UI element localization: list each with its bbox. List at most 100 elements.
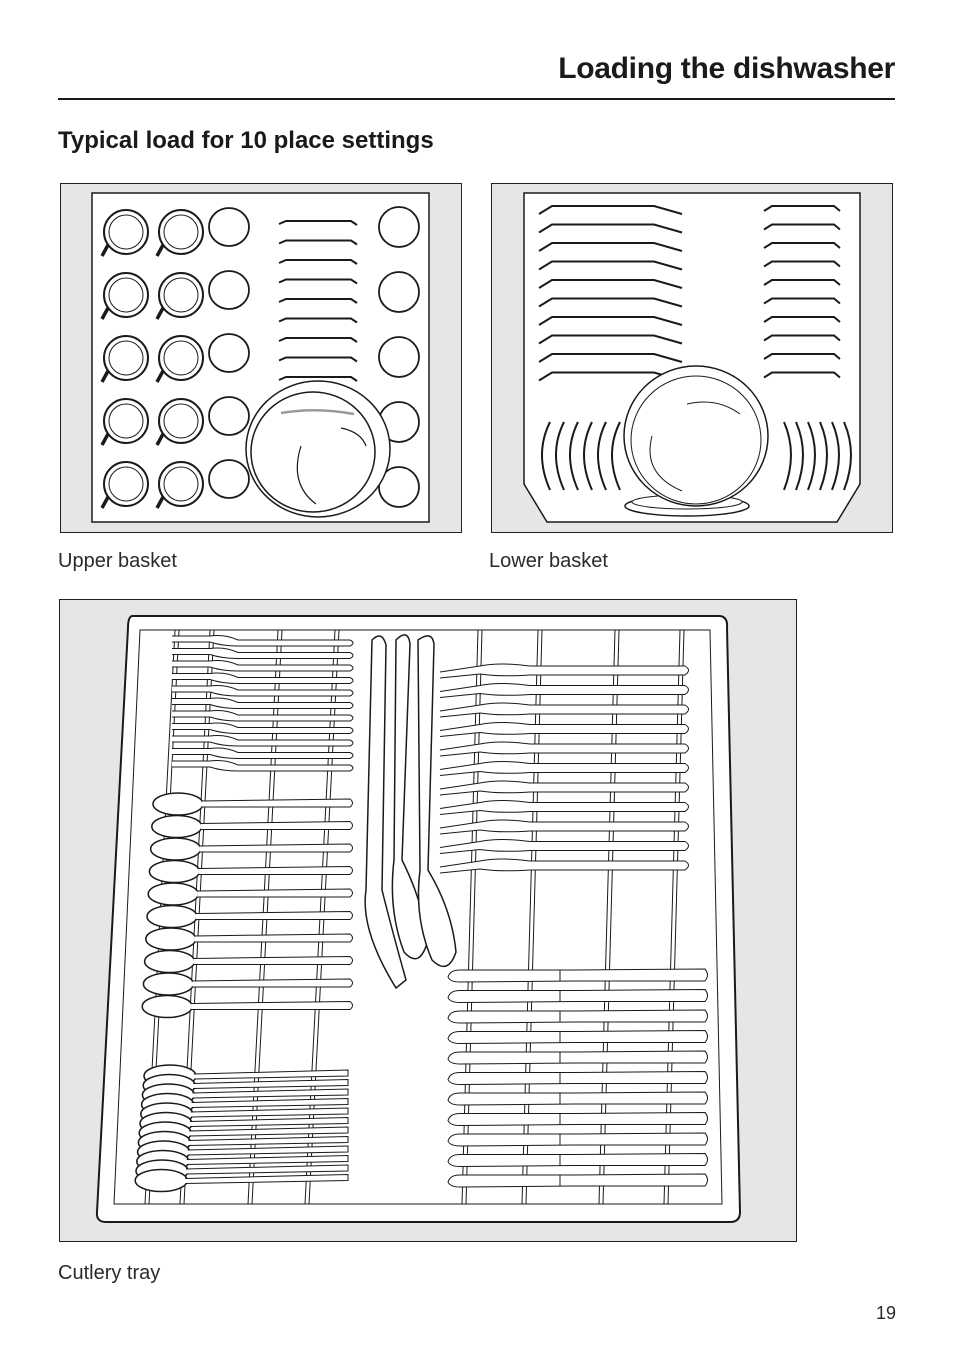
cup-handle	[100, 307, 110, 320]
spoon-handle	[200, 820, 353, 830]
teaspoon-handle	[188, 1135, 349, 1146]
knife	[447, 1152, 708, 1168]
side-plate	[278, 317, 358, 324]
dish	[611, 421, 621, 491]
spoon	[141, 994, 193, 1019]
saucer	[208, 333, 250, 373]
teaspoon-handle	[193, 1078, 349, 1089]
dishes-icon	[541, 421, 621, 491]
spoon-handle	[197, 888, 353, 898]
cup-rim	[108, 403, 144, 439]
dish	[843, 421, 852, 491]
spoons-icon	[141, 792, 353, 1019]
knife	[447, 1070, 708, 1086]
plate	[538, 242, 683, 252]
page-title: Loading the dishwasher	[558, 52, 895, 85]
serving-fork	[364, 635, 407, 990]
saucer	[208, 459, 250, 499]
forks-icon	[172, 635, 354, 772]
dish	[583, 421, 593, 491]
fork	[172, 710, 354, 722]
fork	[439, 663, 689, 679]
knife	[447, 1132, 708, 1147]
plates-icon	[763, 205, 841, 379]
cup-rim	[108, 466, 144, 502]
forks-icon	[439, 663, 689, 874]
saucer	[208, 270, 250, 310]
side-plate	[278, 298, 358, 304]
serving-plate-icon	[623, 365, 769, 517]
cup-handle	[100, 433, 110, 446]
knife	[447, 1009, 708, 1024]
glass	[378, 271, 420, 313]
lower-basket-rack	[523, 192, 861, 523]
cups-icon	[100, 209, 204, 509]
glass	[378, 336, 420, 378]
spoon-handle	[191, 1000, 353, 1010]
section-heading: Typical load for 10 place settings	[58, 127, 434, 154]
glasses-icon	[378, 206, 420, 508]
spoon-handle	[198, 865, 353, 875]
plate	[538, 297, 683, 308]
dish	[807, 421, 816, 491]
knife	[447, 1029, 708, 1045]
plate	[763, 316, 841, 323]
bowl-icon	[245, 380, 391, 518]
knife	[447, 1091, 708, 1106]
fork	[172, 735, 354, 747]
fork	[439, 741, 689, 757]
spoon	[148, 859, 201, 884]
teaspoon-handle	[185, 1173, 349, 1184]
spoon-handle	[192, 978, 353, 988]
fork	[172, 647, 354, 659]
upper-basket-figure	[60, 183, 462, 533]
cup-handle	[155, 496, 165, 509]
side-plate	[278, 356, 358, 363]
spoon	[145, 927, 197, 951]
dish	[597, 421, 607, 491]
plate	[538, 205, 683, 215]
upper-basket-caption: Upper basket	[58, 550, 177, 572]
fork	[439, 702, 689, 718]
dish	[783, 421, 792, 491]
knife	[447, 988, 708, 1004]
cup-rim	[163, 214, 199, 250]
dishes-icon	[783, 421, 852, 491]
dish	[819, 421, 828, 491]
cup-rim	[163, 466, 199, 502]
spoon	[142, 972, 195, 996]
side-plate	[278, 259, 358, 265]
cup-handle	[100, 370, 110, 383]
fork	[439, 800, 689, 815]
teaspoon-handle	[192, 1088, 349, 1099]
spoon-handle	[199, 843, 353, 853]
spoon-handle	[194, 933, 353, 943]
plate	[763, 223, 841, 231]
plate	[763, 279, 841, 286]
cup-handle	[100, 244, 110, 257]
fork	[172, 685, 354, 697]
dish	[831, 421, 840, 491]
fork	[172, 635, 354, 647]
dish	[795, 421, 804, 491]
plate	[763, 205, 841, 212]
plate	[538, 316, 683, 326]
dish	[541, 421, 551, 491]
spoon-handle	[201, 798, 353, 808]
fork	[172, 660, 354, 672]
lower-basket-caption: Lower basket	[489, 550, 608, 572]
side-plate	[278, 376, 358, 382]
teaspoon-handle	[190, 1107, 349, 1118]
teaspoon-handle	[185, 1164, 349, 1175]
fork	[439, 722, 689, 737]
teaspoon-handle	[193, 1069, 349, 1080]
fork	[172, 722, 354, 734]
upper-basket-illustration	[91, 192, 430, 523]
cup-handle	[155, 370, 165, 383]
fork	[439, 858, 689, 874]
fork	[439, 839, 689, 854]
spoons-icon	[134, 1064, 349, 1193]
plate	[763, 260, 841, 268]
spoon	[149, 837, 202, 861]
teaspoon-handle	[186, 1154, 349, 1165]
